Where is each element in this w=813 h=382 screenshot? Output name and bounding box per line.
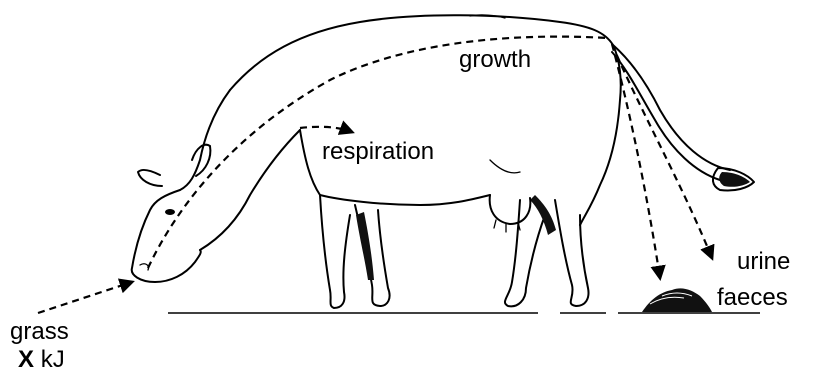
label-grass: grass — [10, 320, 69, 344]
energy-unit: kJ — [41, 346, 65, 373]
label-growth: growth — [459, 48, 531, 72]
faeces-pile — [642, 288, 712, 312]
arrow-grass-intake — [38, 282, 132, 313]
energy-symbol: X — [18, 346, 34, 373]
label-energy-input: X kJ — [18, 348, 65, 372]
arrow-urine — [612, 44, 712, 258]
arrow-faeces — [612, 44, 660, 278]
arrow-respiration — [300, 127, 352, 132]
cow-illustration — [132, 15, 754, 308]
label-faeces: faeces — [717, 286, 788, 310]
label-respiration: respiration — [322, 140, 434, 164]
label-urine: urine — [737, 250, 790, 274]
